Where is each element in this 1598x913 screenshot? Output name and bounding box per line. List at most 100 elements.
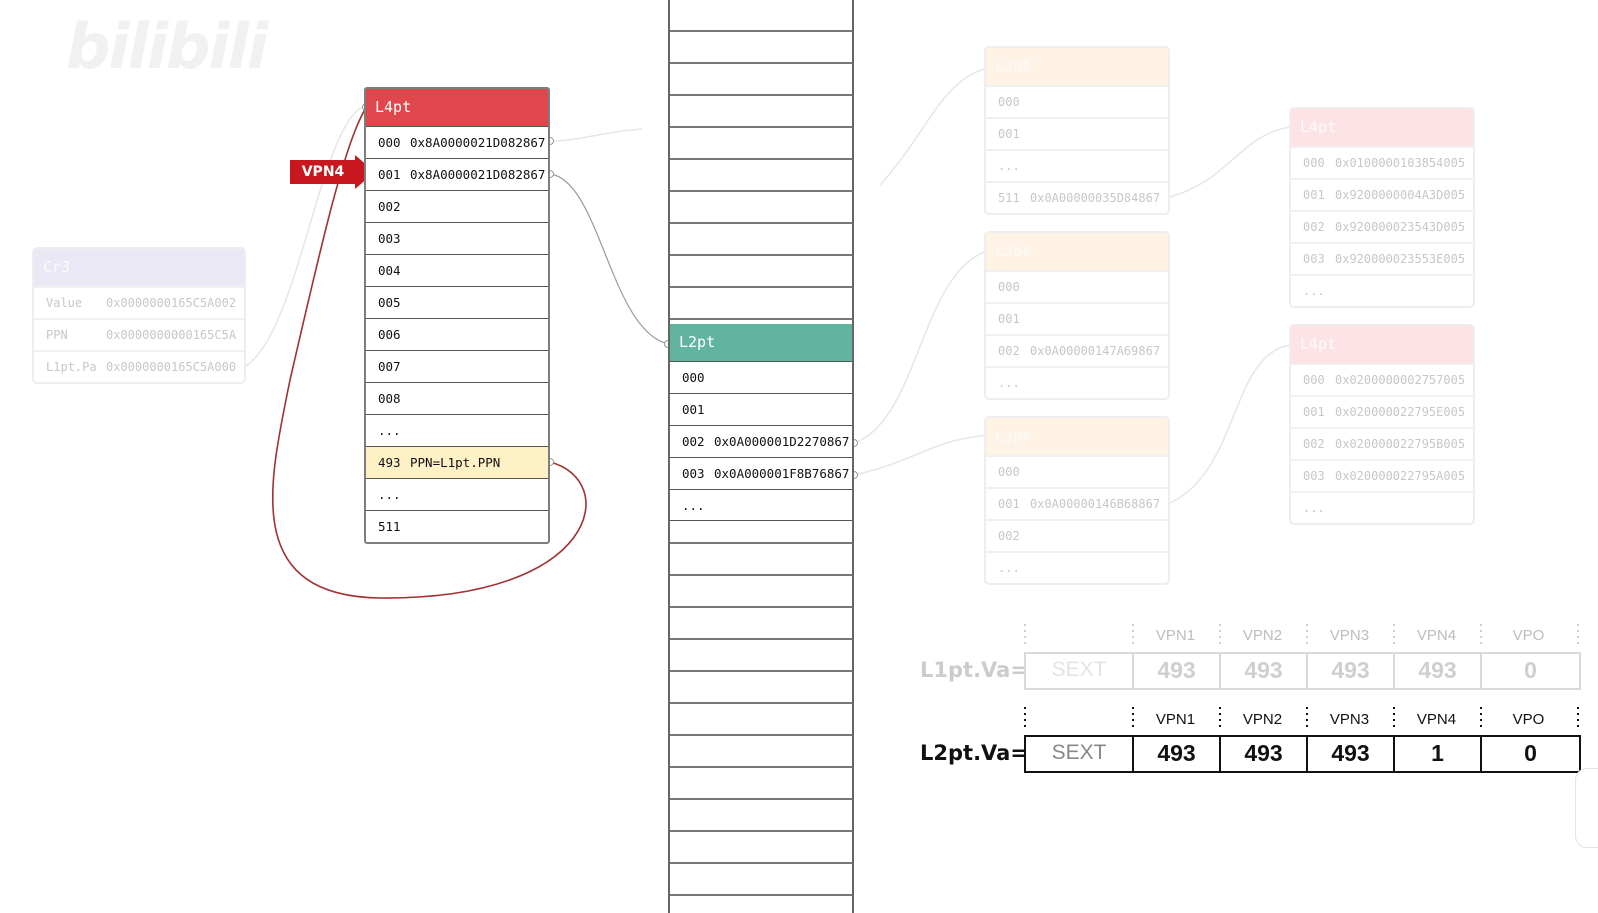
row-value: 0x0000000000165C5A xyxy=(106,328,237,342)
row-index: ... xyxy=(1303,501,1325,515)
l2pt-table: L2pt 000 001 002 0x0A000001D2270867 003 0x… xyxy=(668,324,854,521)
field-header: VPN4 xyxy=(1416,711,1457,728)
row-index: 005 xyxy=(378,295,401,310)
l1pt-va-fields: SEXT 493 493 493 493 0 xyxy=(1024,652,1581,690)
row-index: 001 xyxy=(1303,188,1325,202)
row-index: 003 xyxy=(1303,469,1325,483)
row-index: 002 xyxy=(1303,437,1325,451)
row-index: 002 xyxy=(378,199,401,214)
row-value: 0x0A00000146B68867 xyxy=(1030,497,1161,511)
row-index: ... xyxy=(998,561,1020,575)
va-cell: 493 xyxy=(1221,654,1308,688)
table-row: ... xyxy=(986,149,1168,181)
row-index: 000 xyxy=(998,280,1020,294)
table-row: 006 xyxy=(366,318,548,350)
row-label: L1pt.Pa xyxy=(46,360,97,374)
row-index: 002 xyxy=(1303,220,1325,234)
row-index: 003 xyxy=(682,466,705,481)
table-row: 004 xyxy=(366,254,548,286)
row-index: ... xyxy=(378,487,401,502)
row-index: 511 xyxy=(998,191,1020,205)
vpn4-pointer-label: VPN4 xyxy=(290,160,356,184)
va-cell: SEXT xyxy=(1026,737,1134,771)
l1pt-va-label: L1pt.Va= xyxy=(920,658,1028,682)
table-row: ... xyxy=(986,366,1168,398)
row-value: 0x0A000001D2270867 xyxy=(714,434,850,449)
va-cell: 493 xyxy=(1395,654,1482,688)
row-index: 001 xyxy=(378,167,401,182)
row-index: ... xyxy=(682,498,705,513)
table-row: 007 xyxy=(366,350,548,382)
table-row: 001 0x8A0000021D082867 xyxy=(366,158,548,190)
row-value: 0x0A000001F8B76867 xyxy=(714,466,850,481)
row-index: 002 xyxy=(998,344,1020,358)
connector-l2pt-002-to-l3pt-2 xyxy=(853,249,991,444)
l2pt-va-headers: VPN1 VPN2 VPN3 VPN4 VPO xyxy=(1024,711,1577,728)
connector-to-l3pt-1 xyxy=(879,66,991,186)
table-row: 003 0x020000022795A005 xyxy=(1291,459,1473,491)
va-cell: 0 xyxy=(1524,740,1537,766)
field-header: VPO xyxy=(1512,711,1545,728)
row-index: 002 xyxy=(998,529,1020,543)
l4pt-title: L4pt xyxy=(1291,326,1473,363)
table-row: 003 0x0A000001F8B76867 xyxy=(670,457,852,489)
row-value: 0x920000023553E005 xyxy=(1335,252,1466,266)
row-index: 003 xyxy=(378,231,401,246)
bilibili-watermark: bilibili xyxy=(66,10,268,83)
l2pt-va-fields: SEXT 493 493 493 1 0 xyxy=(1024,735,1581,773)
va-cell: 493 xyxy=(1308,737,1395,771)
table-row: 008 xyxy=(366,382,548,414)
row-index: 008 xyxy=(378,391,401,406)
cr3-title: Cr3 xyxy=(34,249,244,286)
row-value: 0x8A0000021D082867 xyxy=(410,135,546,150)
row-index: 000 xyxy=(1303,373,1325,387)
self-reference-loop xyxy=(271,107,587,599)
table-row: ... xyxy=(366,414,548,446)
l3pt-title: L3pt xyxy=(986,233,1168,270)
table-row: 000 xyxy=(986,270,1168,302)
l4pt-table-faded-2: L4pt 000 0x0200000002757005 001 0x02000002… xyxy=(1289,324,1475,525)
va-cell: 493 xyxy=(1134,654,1221,688)
row-index: 003 xyxy=(1303,252,1325,266)
table-row: 001 xyxy=(986,302,1168,334)
table-row: ... xyxy=(670,489,852,521)
va-cell: 493 xyxy=(1308,654,1395,688)
table-row: ... xyxy=(1291,274,1473,306)
row-index: 001 xyxy=(1303,405,1325,419)
row-value: 0x8A0000021D082867 xyxy=(410,167,546,182)
table-row: 511 xyxy=(366,510,548,542)
va-cell: 1 xyxy=(1395,737,1482,771)
l4pt-title: L4pt xyxy=(1291,109,1473,146)
row-index: 000 xyxy=(1303,156,1325,170)
connector-cr3-to-l4pt xyxy=(245,104,367,367)
row-value: PPN=L1pt.PPN xyxy=(410,455,501,470)
row-value: 0x020000022795B005 xyxy=(1335,437,1466,451)
table-row: ... xyxy=(986,551,1168,583)
row-index: 000 xyxy=(682,370,705,385)
row-index: 000 xyxy=(998,465,1020,479)
field-header: VPN3 xyxy=(1329,627,1370,644)
field-header: VPN3 xyxy=(1329,711,1370,728)
row-index: ... xyxy=(998,159,1020,173)
l2pt-va-label: L2pt.Va= xyxy=(920,741,1028,765)
table-row: 001 xyxy=(670,393,852,425)
row-index: 001 xyxy=(682,402,705,417)
row-label: Value xyxy=(46,296,83,310)
row-value: 0x0200000002757005 xyxy=(1335,373,1466,387)
l2pt-title: L2pt xyxy=(670,324,852,361)
row-index: 002 xyxy=(682,434,705,449)
row-value: 0x020000022795A005 xyxy=(1335,469,1466,483)
row-index: 001 xyxy=(998,127,1020,141)
l3pt-title: L3pt xyxy=(986,48,1168,85)
row-value: 0x920000023543D005 xyxy=(1335,220,1466,234)
side-scroll-handle[interactable] xyxy=(1575,768,1598,848)
row-index: 006 xyxy=(378,327,401,342)
